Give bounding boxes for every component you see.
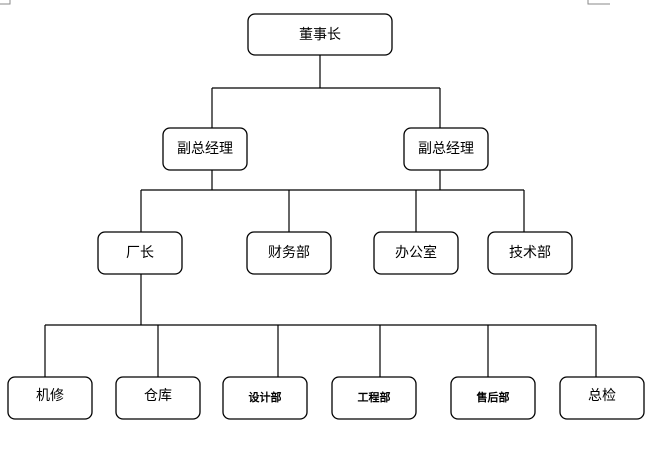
node-design-dept-label: 设计部	[249, 390, 282, 404]
node-final-inspection: 总检	[559, 376, 645, 420]
node-tech-dept-label: 技术部	[509, 245, 551, 261]
node-factory-director: 厂长	[97, 231, 183, 275]
node-final-inspection-label: 总检	[588, 388, 616, 404]
page-corner-marks	[0, 0, 610, 5]
node-design-dept: 设计部	[222, 376, 308, 420]
node-engineering-dept: 工程部	[331, 376, 417, 420]
connector-lines	[44, 55, 597, 377]
node-vice-manager-right: 副总经理	[403, 127, 489, 171]
node-factory-director-label: 厂长	[126, 245, 154, 261]
node-maintenance: 机修	[7, 376, 93, 420]
node-after-sales-dept: 售后部	[450, 376, 536, 420]
node-vice-manager-right-label: 副总经理	[418, 141, 474, 157]
node-tech-dept: 技术部	[487, 231, 573, 275]
node-chairman-label: 董事长	[299, 27, 341, 43]
node-office-label: 办公室	[395, 244, 437, 261]
node-vice-manager-left-label: 副总经理	[177, 141, 233, 157]
node-engineering-dept-label: 工程部	[358, 390, 391, 404]
page-corner-mark-left	[0, 0, 11, 5]
node-chairman: 董事长	[247, 13, 393, 56]
node-office: 办公室	[373, 231, 459, 275]
node-vice-manager-left: 副总经理	[162, 127, 248, 171]
node-maintenance-label: 机修	[36, 388, 64, 404]
node-after-sales-dept-label: 售后部	[476, 390, 510, 404]
node-finance-dept-label: 财务部	[268, 245, 310, 261]
node-warehouse: 仓库	[115, 376, 201, 420]
node-finance-dept: 财务部	[246, 231, 332, 275]
page-corner-mark-right	[587, 0, 610, 5]
node-warehouse-label: 仓库	[144, 388, 172, 404]
